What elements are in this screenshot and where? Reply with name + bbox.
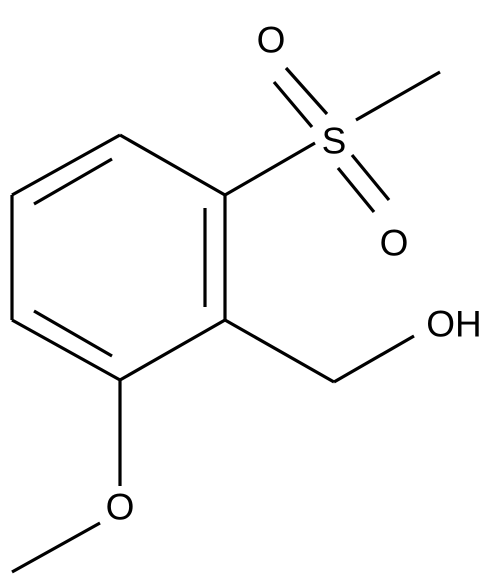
- methylsulfonyl-group: O S O: [224, 20, 441, 264]
- bond-s-o-bottom-a: [350, 153, 391, 202]
- ring-bond-c3-c4: [119, 318, 226, 382]
- hydroxymethyl-group: OH: [224, 304, 482, 384]
- bond-sulfur-to-methyl: [355, 70, 441, 122]
- ring-bond-c1-c2: [119, 133, 226, 197]
- bond-ch2-to-oh: [333, 334, 415, 384]
- methoxy-group: O: [11, 380, 135, 574]
- atom-label-oxygen-top: O: [257, 20, 286, 61]
- bond-ring-to-ch2: [224, 318, 335, 384]
- benzene-ring: [10, 133, 227, 382]
- bond-s-o-bottom-b: [336, 166, 376, 214]
- atom-label-oxygen-methoxy: O: [106, 487, 135, 528]
- bond-ring-to-sulfur: [224, 141, 316, 197]
- ring-bond-c4-c5: [11, 318, 121, 382]
- bond-s-o-top-a: [284, 66, 329, 116]
- bond-s-o-top-b: [272, 80, 314, 129]
- bond-methoxy-oxygen-to-methyl: [11, 521, 101, 574]
- ring-double-bond-c1-c6: [33, 157, 113, 206]
- ring-bond-c6-c1: [11, 133, 121, 197]
- atom-label-oxygen-bottom: O: [380, 223, 409, 264]
- atom-label-sulfur: S: [322, 121, 347, 162]
- atom-label-hydroxyl: OH: [426, 304, 482, 345]
- ring-double-bond-c4-c5: [33, 309, 113, 358]
